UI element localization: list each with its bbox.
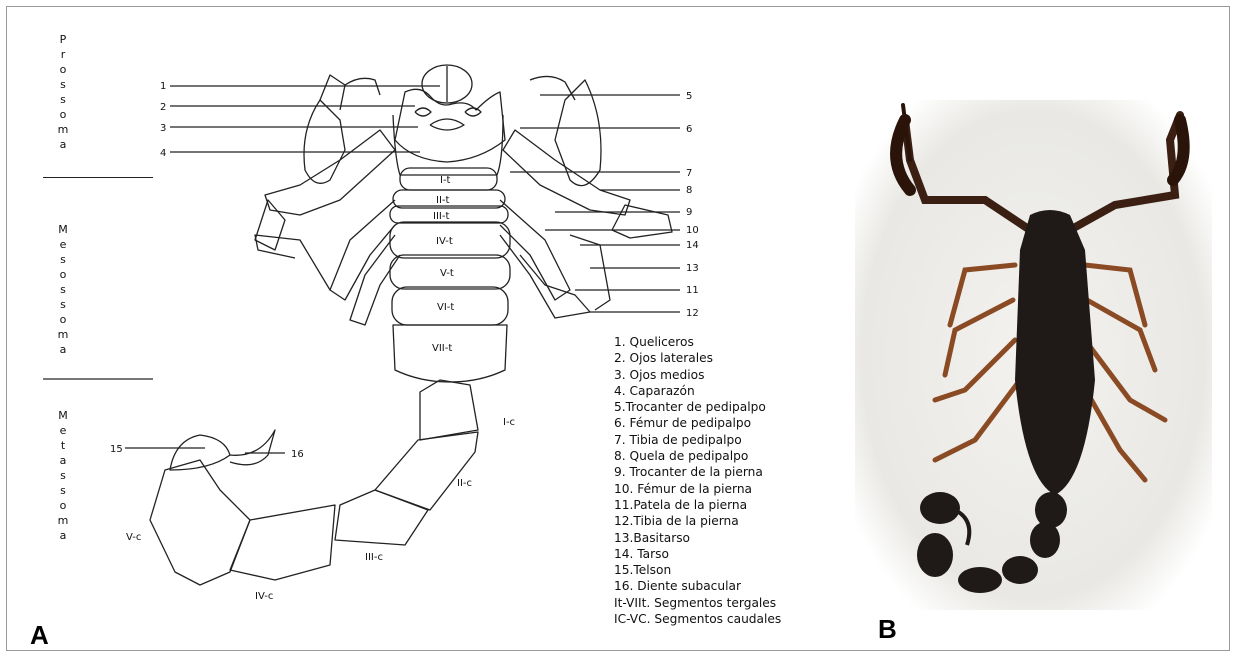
- callout-7: 7: [686, 168, 692, 179]
- panel-label-b: B: [878, 614, 897, 645]
- callout-13: 13: [686, 263, 699, 274]
- legend-item: 8. Quela de pedipalpo: [614, 448, 781, 464]
- callout-5: 5: [686, 91, 692, 102]
- legend-item: IC-VC. Segmentos caudales: [614, 611, 781, 627]
- legend-item: 14. Tarso: [614, 546, 781, 562]
- legend-item: 13.Basitarso: [614, 530, 781, 546]
- legend-item: 2. Ojos laterales: [614, 350, 781, 366]
- legend-item: 15.Telson: [614, 562, 781, 578]
- callout-2: 2: [160, 102, 166, 113]
- tergite-label-2: II-t: [436, 195, 450, 206]
- callout-12: 12: [686, 308, 699, 319]
- callout-11: 11: [686, 285, 699, 296]
- legend-item: It-VIIt. Segmentos tergales: [614, 595, 781, 611]
- tergite-label-5: V-t: [440, 268, 454, 279]
- legend-item: 12.Tibia de la pierna: [614, 513, 781, 529]
- caudal-segment-5: [150, 460, 250, 585]
- caudal-label-1: I-c: [503, 417, 515, 428]
- panel-label-a: A: [30, 620, 49, 651]
- caudal-segment-3: [335, 490, 428, 545]
- parts-legend: 1. Queliceros 2. Ojos laterales 3. Ojos …: [614, 334, 781, 627]
- callout-15: 15: [110, 444, 123, 455]
- caudal-label-4: IV-c: [255, 591, 273, 602]
- legend-item: 3. Ojos medios: [614, 367, 781, 383]
- tergite-label-7: VII-t: [432, 343, 452, 354]
- caudal-label-5: V-c: [126, 532, 141, 543]
- callout-1: 1: [160, 81, 166, 92]
- tergite-label-1: I-t: [440, 175, 451, 186]
- caudal-segment-1: [420, 380, 478, 440]
- tergite-label-3: III-t: [433, 211, 449, 222]
- scorpion-photo: [855, 100, 1212, 610]
- legend-item: 9. Trocanter de la pierna: [614, 464, 781, 480]
- pedipalp-femur-right: [555, 80, 601, 186]
- callout-9: 9: [686, 207, 692, 218]
- legend-item: 6. Fémur de pedipalpo: [614, 415, 781, 431]
- pedipalp-left: [265, 130, 395, 215]
- caudal-label-3: III-c: [365, 552, 383, 563]
- legend-item: 5.Trocanter de pedipalpo: [614, 399, 781, 415]
- carapace: [393, 115, 503, 175]
- callout-4: 4: [160, 148, 166, 159]
- legend-item: 10. Fémur de la pierna: [614, 481, 781, 497]
- caudal-segment-2: [375, 432, 478, 510]
- legend-item: 16. Diente subacular: [614, 578, 781, 594]
- callout-10: 10: [686, 225, 699, 236]
- telson: [170, 435, 230, 470]
- legend-item: 4. Caparazón: [614, 383, 781, 399]
- legend-item: 11.Patela de la pierna: [614, 497, 781, 513]
- callout-14: 14: [686, 240, 699, 251]
- tergite-label-4: IV-t: [436, 236, 453, 247]
- aculeus: [230, 430, 275, 465]
- callout-16: 16: [291, 449, 304, 460]
- legend-item: 1. Queliceros: [614, 334, 781, 350]
- callout-8: 8: [686, 185, 692, 196]
- callout-3: 3: [160, 123, 166, 134]
- pedipalp-femur-left: [304, 100, 345, 183]
- tergite-label-6: VI-t: [437, 302, 454, 313]
- callout-6: 6: [686, 124, 692, 135]
- eyes-region: [395, 89, 505, 162]
- caudal-label-2: II-c: [457, 478, 472, 489]
- legend-item: 7. Tibia de pedipalpo: [614, 432, 781, 448]
